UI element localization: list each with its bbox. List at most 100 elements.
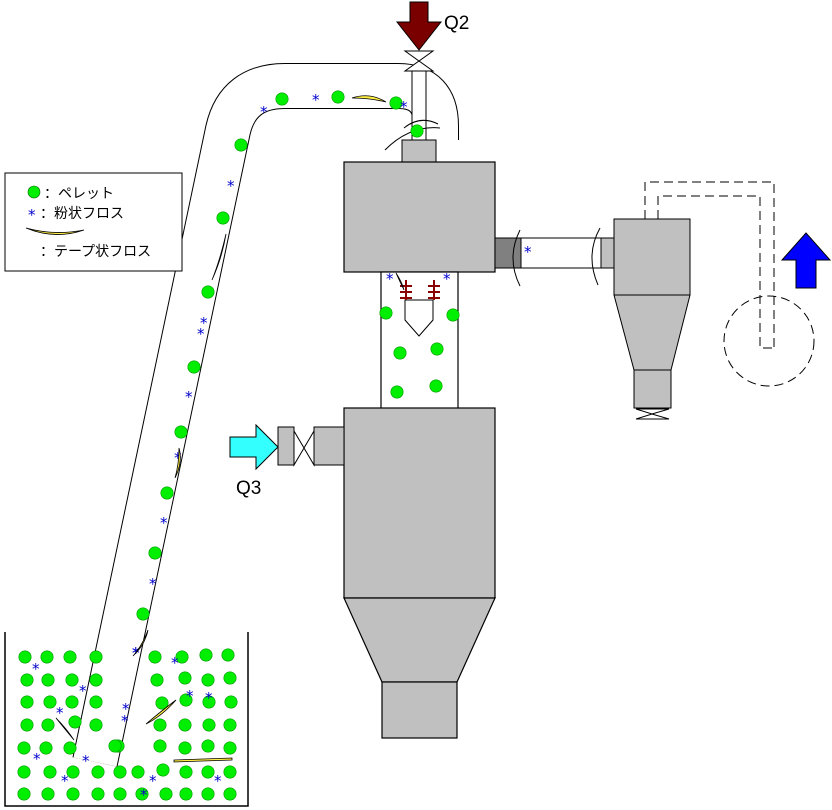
pellet-icon xyxy=(393,346,407,360)
pellet-icon xyxy=(41,673,55,687)
pellet-icon xyxy=(202,695,216,709)
svg-text:：粉状フロス: ：粉状フロス xyxy=(40,206,124,222)
exhaust-arrow xyxy=(780,232,832,289)
legend-item-tape-floss: ：テープ状フロス xyxy=(25,227,151,260)
conveying-pipe xyxy=(72,63,459,767)
pellet-icon xyxy=(221,648,235,662)
legend-item-powder-floss: * ：粉状フロス xyxy=(28,206,124,224)
pellet-icon xyxy=(65,695,79,709)
pellet-icon xyxy=(179,693,193,707)
pellet-icon xyxy=(223,718,237,732)
pellet-icon xyxy=(179,765,193,779)
pellet-icon xyxy=(17,765,31,779)
pellet-icon xyxy=(91,787,105,801)
pellet-icon xyxy=(199,648,213,662)
pellet-icon xyxy=(179,787,193,801)
pellet-icon xyxy=(27,185,41,199)
pellet-icon xyxy=(390,385,404,399)
pellet-icon xyxy=(43,765,57,779)
pellet-icon xyxy=(66,765,80,779)
pellet-icon xyxy=(446,308,460,322)
pellet-icon xyxy=(89,718,103,732)
asterisk-icon: * xyxy=(174,449,182,467)
tape-icon xyxy=(145,699,177,725)
asterisk-icon: * xyxy=(186,687,194,705)
pellet-icon xyxy=(174,425,188,439)
pellet-icon xyxy=(223,787,237,801)
pellet-icon xyxy=(175,650,189,664)
asterisk-icon: * xyxy=(82,752,90,770)
pellet-icon xyxy=(40,650,54,664)
asterisk-icon: * xyxy=(171,654,179,672)
pellet-icon xyxy=(389,96,403,110)
pellet-icon xyxy=(131,765,145,779)
pellet-icon xyxy=(224,695,238,709)
pellet-icon xyxy=(223,671,237,685)
pellet-icon xyxy=(89,673,103,687)
svg-text:：テープ状フロス: ：テープ状フロス xyxy=(40,244,151,260)
asterisk-icon: * xyxy=(140,786,148,804)
q2-valve xyxy=(403,50,435,72)
pellet-icon xyxy=(18,650,32,664)
asterisk-icon: * xyxy=(149,772,157,790)
pellet-icon xyxy=(148,650,162,664)
pellet-icon xyxy=(429,379,443,393)
pellet-icon xyxy=(379,306,393,320)
pellet-icon xyxy=(178,671,192,685)
pellet-icon xyxy=(223,765,237,779)
pellet-icon xyxy=(234,138,248,152)
q3-arrow xyxy=(229,423,279,471)
tape-floss-particles xyxy=(55,95,405,763)
pellet-icon xyxy=(17,741,31,755)
asterisk-icon: * xyxy=(28,206,36,224)
upper-separator xyxy=(343,119,496,273)
pellet-icon xyxy=(430,342,444,356)
pellet-icon xyxy=(148,546,162,560)
tape-icon xyxy=(174,447,181,479)
pellet-icon xyxy=(91,765,105,779)
asterisk-icon: * xyxy=(122,700,130,718)
pellet-icon xyxy=(89,695,103,709)
pellet-icon xyxy=(201,787,215,801)
pellet-icon xyxy=(201,739,215,753)
pellet-icon xyxy=(216,211,230,225)
q3-inlet: Q3 xyxy=(229,423,345,499)
pellet-icon xyxy=(201,673,215,687)
spring-right xyxy=(428,280,440,300)
asterisk-icon: * xyxy=(260,103,268,121)
pellet-icon xyxy=(43,695,57,709)
pellet-icon xyxy=(275,92,289,106)
q3-label: Q3 xyxy=(236,478,261,499)
asterisk-icon: * xyxy=(185,388,193,406)
pellet-icon xyxy=(68,715,82,729)
pellet-icon xyxy=(135,787,149,801)
pellet-icon xyxy=(17,787,31,801)
pellet-icon xyxy=(150,673,164,687)
pellet-icon xyxy=(63,741,77,755)
tape-icon xyxy=(173,757,233,763)
asterisk-icon: * xyxy=(160,514,168,532)
small-cyclone xyxy=(613,218,691,420)
pellet-icon xyxy=(201,765,215,779)
pellet-icon xyxy=(113,787,127,801)
pellet-icon xyxy=(41,718,55,732)
pellet-icon xyxy=(202,718,216,732)
pellet-icon xyxy=(20,695,34,709)
pellet-icon xyxy=(136,607,150,621)
pellet-icon xyxy=(156,763,170,777)
exhaust-fan xyxy=(644,181,815,387)
cyclone-valve xyxy=(635,408,670,420)
asterisk-icon: * xyxy=(197,325,205,343)
asterisk-icon: * xyxy=(227,177,235,195)
asterisk-icon: * xyxy=(149,575,157,593)
tape-icon xyxy=(351,95,387,103)
tape-icon xyxy=(395,272,405,291)
pellet-icon xyxy=(153,739,167,753)
pellet-icon xyxy=(66,787,80,801)
pellet-icon xyxy=(223,741,237,755)
pellet-icon xyxy=(20,718,34,732)
tape-icon xyxy=(55,717,75,741)
q2-arrow xyxy=(395,1,443,51)
asterisk-icon: * xyxy=(400,98,408,116)
